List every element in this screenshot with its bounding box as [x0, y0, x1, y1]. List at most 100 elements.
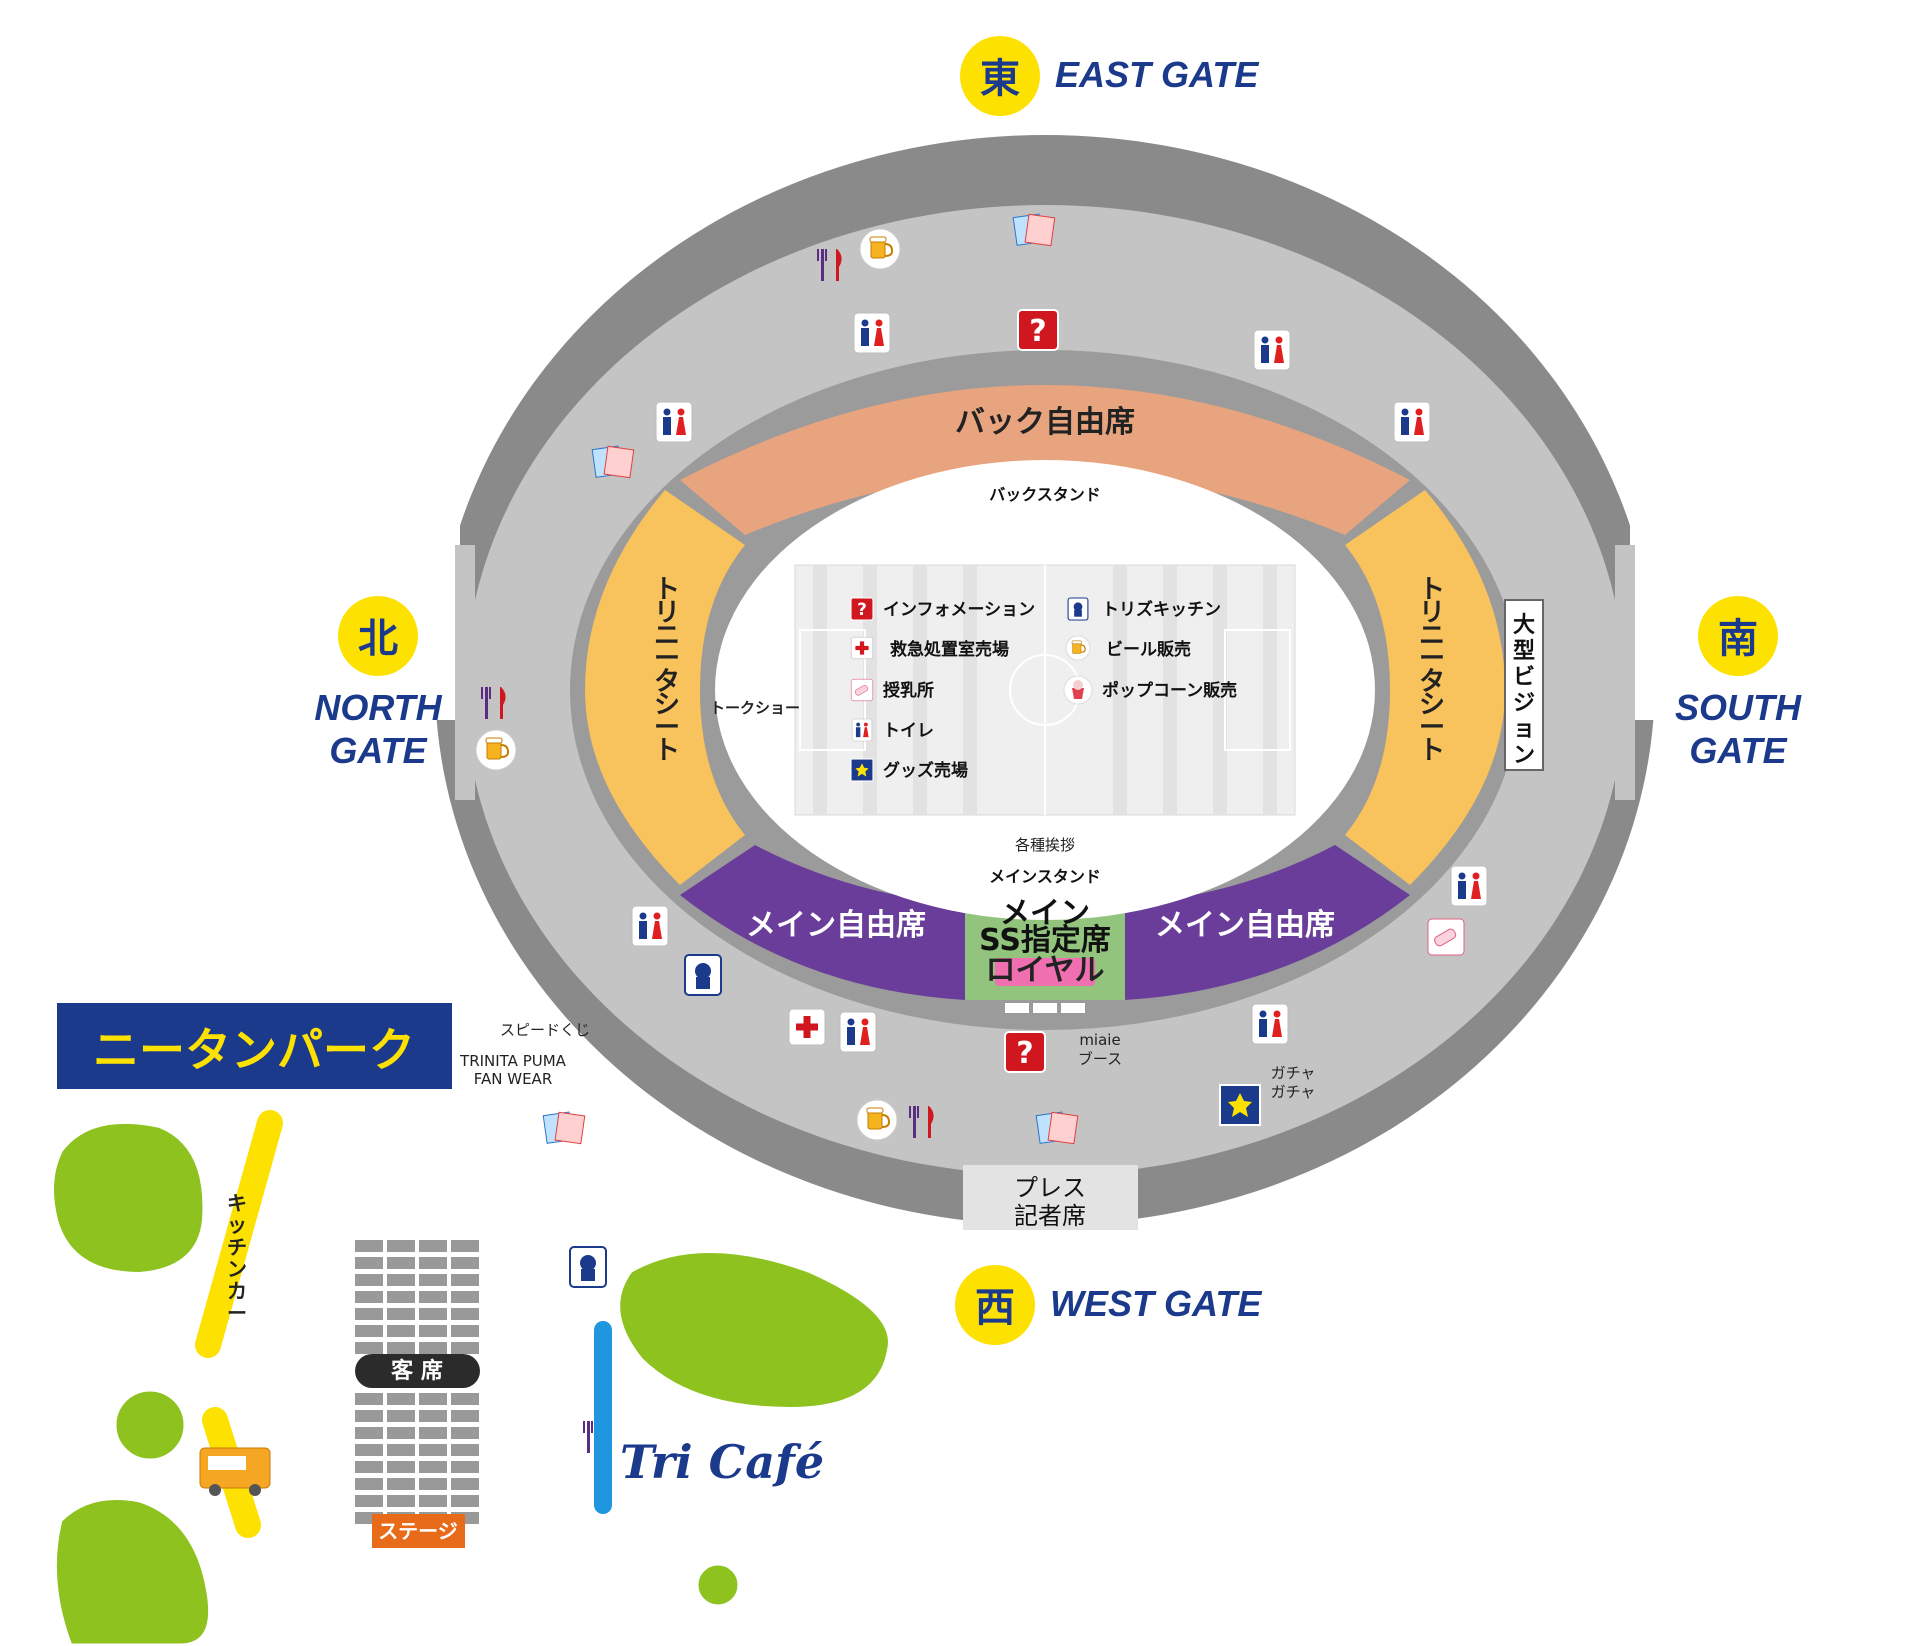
restroom-icon[interactable] — [839, 1011, 877, 1053]
park-name: ニータンパーク — [93, 1023, 415, 1077]
gacha-label-1: ガチャ — [1271, 1064, 1316, 1082]
park-sign — [57, 1003, 452, 1089]
audience-seat-block — [355, 1342, 383, 1354]
back-free-label: バック自由席 — [955, 405, 1135, 440]
restroom-icon[interactable] — [1251, 1003, 1289, 1045]
miaie-booth-label-1: miaie — [1079, 1031, 1120, 1049]
vertical-char: 型 — [1513, 639, 1535, 664]
goods-shop-icon[interactable] — [1219, 1084, 1261, 1126]
west-gate-label: WEST GATE — [1050, 1283, 1262, 1324]
audience-seat-block — [387, 1478, 415, 1490]
information-icon[interactable] — [1004, 1031, 1046, 1073]
audience-seat-block — [419, 1478, 447, 1490]
restroom-icon[interactable] — [655, 401, 693, 443]
restroom-icon[interactable] — [853, 312, 891, 354]
bingo-card-icon — [1035, 1111, 1079, 1145]
audience-seat-block — [355, 1495, 383, 1507]
lawn — [48, 1117, 209, 1279]
main-free-seating-right[interactable] — [1125, 845, 1410, 1000]
audience-seat-block — [419, 1427, 447, 1439]
vertical-char: ー — [654, 713, 680, 743]
royal-box[interactable] — [995, 958, 1095, 986]
main-free-right-label: メイン自由席 — [1155, 908, 1335, 943]
audience-seat-block — [419, 1461, 447, 1473]
main-ss-label-1: メイン — [1000, 896, 1090, 931]
beer-icon[interactable] — [859, 228, 901, 270]
restroom-icon[interactable] — [631, 905, 669, 947]
audience-seat-block — [355, 1478, 383, 1490]
bingo-card-icon — [542, 1111, 586, 1145]
big-vision-screen — [1504, 599, 1544, 771]
audience-seat-block — [387, 1308, 415, 1320]
legend-label: ビール販売 — [1106, 639, 1191, 660]
audience-seat-block — [451, 1427, 479, 1439]
south-gate[interactable]: 南 SOUTH GATE — [1675, 596, 1802, 771]
audience-seat-block — [387, 1274, 415, 1286]
seating-bowl — [585, 385, 1505, 1013]
vertical-char: ン — [1513, 743, 1535, 768]
press-label-2: 記者席 — [1014, 1202, 1086, 1230]
legend-label: インフォメーション — [883, 600, 1035, 620]
trinita-seat-north[interactable] — [585, 490, 745, 885]
east-gate-marker — [960, 36, 1040, 116]
vertical-char: シ — [654, 690, 680, 720]
information-icon — [850, 597, 874, 621]
restroom-icon — [851, 718, 873, 742]
beer-icon[interactable] — [475, 729, 517, 771]
legend-label: トリズキッチン — [1102, 599, 1221, 620]
audience-seat-block — [387, 1495, 415, 1507]
audience-seat-block — [355, 1274, 383, 1286]
beer-icon — [1065, 635, 1091, 661]
vertical-char: ッ — [227, 1213, 247, 1237]
goods-shop-icon — [850, 758, 874, 782]
stage — [372, 1514, 465, 1548]
popcorn-icon — [1063, 675, 1093, 705]
beer-icon[interactable] — [856, 1099, 898, 1141]
nursing-room-icon[interactable] — [1427, 918, 1465, 956]
royal-label: ロイヤル — [985, 953, 1104, 988]
vertical-char: ー — [1419, 644, 1445, 674]
food-truck-icon[interactable] — [199, 1447, 271, 1496]
tri-cafe-label[interactable]: Tri Café — [620, 1435, 824, 1489]
audience-seat-block — [387, 1257, 415, 1269]
audience-seat-block — [451, 1308, 479, 1320]
miaie-booth-label-2: ブース — [1078, 1050, 1122, 1068]
audience-seat-block — [355, 1325, 383, 1337]
restroom-icon[interactable] — [1393, 401, 1431, 443]
trinita-seat-south[interactable] — [1345, 490, 1505, 885]
greetings-label: 各種挨拶 — [1015, 836, 1075, 854]
south-gate-label-1: SOUTH — [1675, 687, 1802, 728]
restroom-icon[interactable] — [1253, 329, 1291, 371]
lawn — [51, 1495, 214, 1646]
tris-kitchen-icon[interactable] — [684, 954, 722, 996]
first-aid-icon[interactable] — [788, 1008, 826, 1046]
talk-show-label: トークショー — [710, 699, 800, 717]
audience-seat-block — [451, 1478, 479, 1490]
north-gate-marker — [338, 596, 418, 676]
speed-kuji-label: スピードくじ — [500, 1021, 590, 1039]
west-gate[interactable]: 西 WEST GATE — [955, 1265, 1262, 1345]
tris-kitchen-icon[interactable] — [569, 1246, 607, 1288]
information-icon[interactable] — [1017, 309, 1059, 351]
puma-fan-wear-label-1: TRINITA PUMA — [459, 1052, 567, 1070]
audience-seat-block — [387, 1393, 415, 1405]
north-gate-kanji: 北 — [358, 616, 398, 662]
audience-seat-block — [451, 1240, 479, 1252]
north-gate[interactable]: 北 NORTH GATE — [314, 596, 443, 771]
tris-kitchen-icon — [1067, 597, 1089, 621]
audience-seat-block — [355, 1257, 383, 1269]
legend-label: 救急処置室売場 — [890, 639, 1009, 660]
vertical-char: ニ — [654, 621, 680, 651]
audience-seat-block — [355, 1410, 383, 1422]
south-gate-label-2: GATE — [1689, 730, 1787, 771]
east-gate[interactable]: 東 EAST GATE — [960, 36, 1259, 116]
restroom-icon[interactable] — [1450, 865, 1488, 907]
vertical-char: 大 — [1513, 613, 1535, 638]
vertical-char: シ — [1419, 690, 1445, 720]
north-gate-label-2: GATE — [329, 730, 427, 771]
gacha-label-2: ガチャ — [1271, 1083, 1316, 1101]
audience-seat-block — [419, 1240, 447, 1252]
main-free-seating-left[interactable] — [680, 845, 965, 1000]
